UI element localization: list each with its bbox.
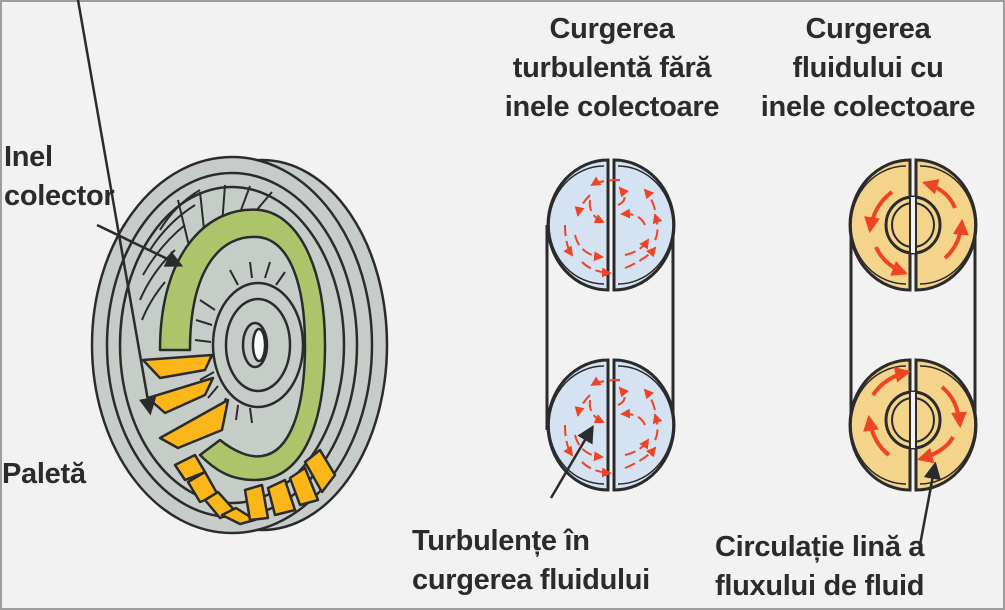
turbulent-title-line: turbulentă fără bbox=[512, 52, 712, 84]
vane-pointer bbox=[76, 0, 157, 416]
core-ring-pointer bbox=[96, 223, 184, 267]
core-ring-label-line: Inel bbox=[4, 141, 53, 173]
core-ring-label: Inel colector bbox=[4, 138, 115, 216]
smooth-arrows bbox=[863, 179, 969, 464]
smooth-note-line: fluxului de fluid bbox=[715, 570, 925, 602]
smooth-pointer bbox=[918, 461, 942, 546]
vane-label-line: Paletă bbox=[2, 458, 86, 490]
vane-label: Paletă bbox=[2, 455, 86, 494]
turbulent-title: Curgerea turbulentă fără inele colectoar… bbox=[462, 10, 762, 127]
turbulence-note-line: Turbulențe în bbox=[412, 525, 590, 557]
turbulence-note-line: curgerea fluidului bbox=[412, 564, 650, 596]
vanes-left bbox=[141, 353, 230, 450]
smooth-title-line: Curgerea bbox=[805, 13, 931, 45]
turbulence-note: Turbulențe în curgerea fluidului bbox=[412, 522, 650, 600]
smooth-title-line: fluidului cu bbox=[792, 52, 944, 84]
torque-converter bbox=[76, 0, 389, 535]
smooth-flow-diagram bbox=[848, 158, 978, 492]
core-ring bbox=[158, 208, 327, 482]
turbulent-title-line: inele colectoare bbox=[504, 91, 720, 123]
vanes-bottom bbox=[173, 448, 337, 526]
smooth-note-line: Circulație lină a bbox=[715, 531, 925, 563]
turbulence-pointer bbox=[549, 424, 594, 499]
core-ring-label-line: colector bbox=[4, 180, 115, 212]
smooth-title: Curgerea fluidului cu inele colectoare bbox=[733, 10, 1003, 127]
smooth-note: Circulație lină a fluxului de fluid bbox=[715, 528, 925, 606]
inner-blades bbox=[194, 261, 286, 424]
smooth-circle-bottom bbox=[848, 358, 978, 492]
smooth-title-line: inele colectoare bbox=[760, 91, 976, 123]
turbulent-title-line: Curgerea bbox=[549, 13, 675, 45]
turbulent-arrows bbox=[563, 176, 663, 478]
